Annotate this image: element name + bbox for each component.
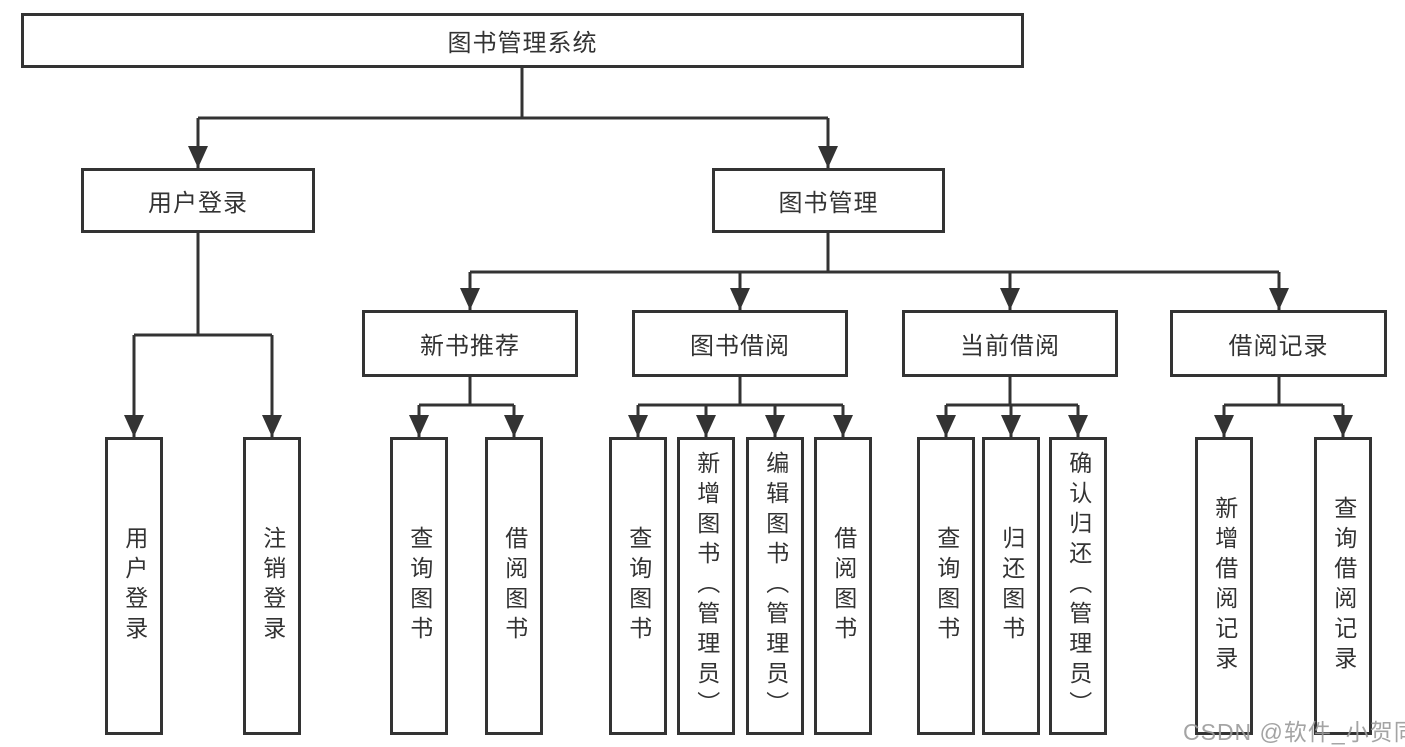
leaf-label: 查询图书 xyxy=(406,526,433,646)
leaf-nb-query-books: 查询图书 xyxy=(390,437,448,735)
node-label: 当前借阅 xyxy=(960,333,1060,360)
node-borrowing-records: 借阅记录 xyxy=(1170,310,1387,377)
leaf-bb-add-books-admin: 新增图书（管理员） xyxy=(677,437,735,735)
tree-bus-lines xyxy=(134,68,1343,407)
leaf-br-add-record: 新增借阅记录 xyxy=(1195,437,1253,735)
leaf-label: 借阅图书 xyxy=(501,526,528,646)
leaf-logout: 注销登录 xyxy=(243,437,301,735)
leaf-label: 确认归还（管理员） xyxy=(1065,451,1092,721)
node-book-management: 图书管理 xyxy=(712,168,945,233)
leaf-label: 查询借阅记录 xyxy=(1330,496,1357,676)
node-current-borrowing: 当前借阅 xyxy=(902,310,1118,377)
node-user-login: 用户登录 xyxy=(81,168,315,233)
leaf-cb-confirm-return-admin: 确认归还（管理员） xyxy=(1049,437,1107,735)
node-new-book-recommend: 新书推荐 xyxy=(362,310,578,377)
leaf-bb-query-books: 查询图书 xyxy=(609,437,667,735)
leaf-label: 新增借阅记录 xyxy=(1211,496,1238,676)
node-label: 图书借阅 xyxy=(690,333,790,360)
node-library-management-system: 图书管理系统 xyxy=(21,13,1024,68)
leaf-label: 归还图书 xyxy=(998,526,1025,646)
leaf-br-query-record: 查询借阅记录 xyxy=(1314,437,1372,735)
leaf-label: 用户登录 xyxy=(121,526,148,646)
csdn-watermark: CSDN @软件_小贺同学 xyxy=(1183,719,1405,745)
leaf-user-login: 用户登录 xyxy=(105,437,163,735)
node-book-borrowing: 图书借阅 xyxy=(632,310,848,377)
leaf-label: 注销登录 xyxy=(259,526,286,646)
leaf-nb-borrow-books: 借阅图书 xyxy=(485,437,543,735)
leaf-cb-query-books: 查询图书 xyxy=(917,437,975,735)
leaf-label: 编辑图书（管理员） xyxy=(762,451,789,721)
node-label: 用户登录 xyxy=(148,190,248,217)
node-label: 借阅记录 xyxy=(1228,333,1329,360)
node-label: 图书管理 xyxy=(778,190,879,217)
leaf-bb-edit-books-admin: 编辑图书（管理员） xyxy=(746,437,804,735)
leaf-label: 借阅图书 xyxy=(830,526,857,646)
leaf-label: 查询图书 xyxy=(625,526,652,646)
leaf-label: 查询图书 xyxy=(933,526,960,646)
leaf-label: 新增图书（管理员） xyxy=(693,451,720,721)
node-label: 新书推荐 xyxy=(420,333,520,360)
node-label: 图书管理系统 xyxy=(447,30,598,57)
leaf-bb-borrow-books: 借阅图书 xyxy=(814,437,872,735)
leaf-cb-return-books: 归还图书 xyxy=(982,437,1040,735)
